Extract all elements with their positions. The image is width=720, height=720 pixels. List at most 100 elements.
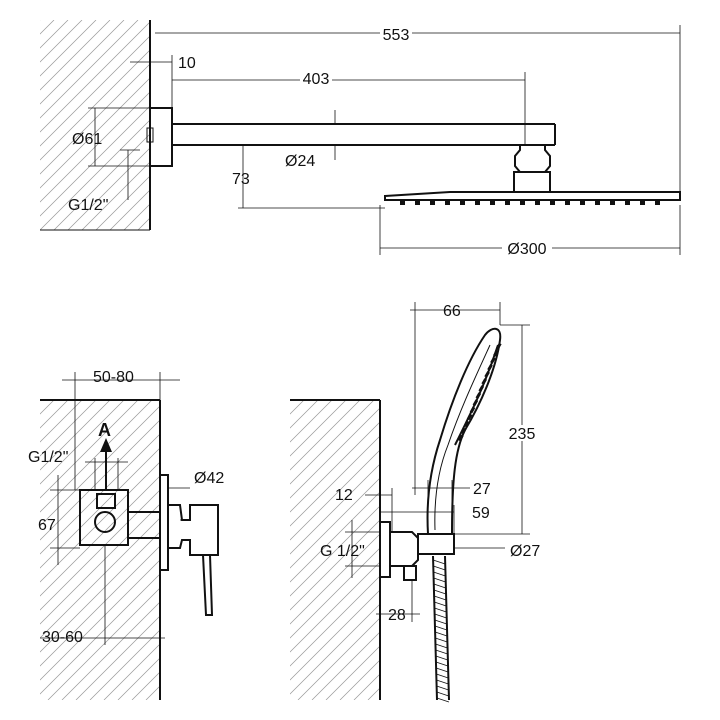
hatch-line bbox=[40, 20, 41, 21]
nozzle bbox=[490, 200, 495, 205]
dim-30-60: 30-60 bbox=[42, 629, 83, 646]
nozzle bbox=[595, 200, 600, 205]
nozzle bbox=[415, 200, 420, 205]
hatch-line bbox=[89, 629, 160, 700]
mixer-body bbox=[79, 489, 129, 546]
nozzle bbox=[535, 200, 540, 205]
hatch-line bbox=[61, 601, 160, 700]
hatch-line bbox=[53, 133, 150, 230]
wall-outlet-body bbox=[390, 531, 419, 567]
hatch-line bbox=[109, 189, 150, 230]
wall-flange bbox=[149, 107, 173, 167]
hatch-line bbox=[290, 400, 291, 401]
hatch-line bbox=[290, 400, 333, 443]
view-arrow-head bbox=[100, 438, 112, 452]
hatch-line bbox=[40, 400, 153, 513]
view-marker-a: A bbox=[98, 420, 111, 440]
dim-thread-mixer: G1/2" bbox=[28, 449, 68, 466]
wall-outlet-plate bbox=[379, 521, 391, 578]
hatch-line bbox=[290, 491, 380, 583]
hatch-line bbox=[40, 517, 160, 639]
hose-segment bbox=[433, 571, 446, 577]
hand-shower-body bbox=[426, 327, 502, 535]
hose-segment bbox=[434, 619, 447, 625]
hose-segment bbox=[435, 655, 448, 661]
hose-segment bbox=[436, 673, 449, 679]
hatch-line bbox=[40, 531, 160, 653]
hose-segment bbox=[433, 565, 446, 571]
hose-segment bbox=[436, 679, 449, 685]
nozzle bbox=[490, 356, 496, 364]
hatch-line bbox=[290, 477, 380, 569]
hatch-line bbox=[290, 505, 380, 597]
dim-67: 67 bbox=[38, 517, 56, 534]
hatch-line bbox=[311, 631, 380, 700]
flange-nipple bbox=[146, 127, 154, 143]
nozzle bbox=[475, 392, 482, 400]
wall-hatch bbox=[40, 400, 160, 700]
hatch-line bbox=[290, 449, 380, 541]
nozzle bbox=[478, 385, 485, 392]
hatch-line bbox=[40, 35, 150, 147]
hatch-line bbox=[40, 20, 83, 63]
dim-bg bbox=[380, 26, 412, 42]
hatch-line bbox=[40, 461, 160, 583]
nozzle bbox=[458, 434, 464, 442]
dim-12: 12 bbox=[335, 487, 353, 504]
hose-connector bbox=[403, 565, 417, 581]
hatch-line bbox=[40, 20, 125, 105]
hose-segment bbox=[435, 637, 448, 643]
nozzle bbox=[460, 200, 465, 205]
mixer-view: 50-80 A G1/2" Ø42 67 30-60 bbox=[28, 369, 224, 700]
hose-segment bbox=[435, 643, 448, 649]
dim-59: 59 bbox=[472, 505, 490, 522]
hatch-line bbox=[40, 20, 55, 35]
nozzle bbox=[493, 349, 499, 357]
hatch-line bbox=[290, 575, 380, 667]
hatch-line bbox=[297, 617, 380, 700]
hatch-line bbox=[290, 589, 380, 681]
hatch-line bbox=[40, 400, 55, 415]
hose-segment bbox=[434, 613, 447, 619]
nozzle bbox=[520, 200, 525, 205]
hatch-line bbox=[40, 77, 150, 189]
hatch-line bbox=[40, 489, 160, 611]
hose-segment bbox=[433, 583, 446, 589]
hatch-line bbox=[290, 435, 380, 527]
hatch-line bbox=[290, 519, 380, 611]
nozzle bbox=[481, 378, 487, 385]
hatch-line bbox=[40, 573, 160, 695]
hatch-line bbox=[290, 561, 380, 653]
hatch-line bbox=[47, 587, 160, 700]
hatch-line bbox=[290, 400, 375, 485]
hatch-line bbox=[40, 559, 160, 681]
dim-bg bbox=[505, 425, 539, 441]
hose-segment bbox=[433, 589, 447, 595]
hatch-line bbox=[290, 421, 380, 513]
nozzle bbox=[565, 200, 570, 205]
nozzle bbox=[466, 413, 473, 421]
hatch-line bbox=[40, 400, 139, 499]
dim-235: 235 bbox=[509, 426, 536, 443]
dim-outlet-27: Ø27 bbox=[510, 543, 540, 560]
shower-head-nozzles bbox=[400, 200, 660, 205]
nozzle bbox=[472, 399, 479, 407]
wall-hatch bbox=[40, 20, 150, 230]
hatch-line bbox=[40, 63, 150, 175]
hose-pattern bbox=[432, 559, 450, 703]
dim-61: Ø61 bbox=[72, 131, 102, 148]
hatch-line bbox=[290, 603, 380, 695]
nozzle bbox=[496, 342, 502, 350]
nozzle bbox=[484, 371, 490, 378]
hatch-line bbox=[40, 49, 150, 161]
hatch-line bbox=[40, 400, 41, 401]
hatch-line bbox=[40, 419, 160, 541]
nozzle bbox=[475, 200, 480, 205]
hatch-line bbox=[67, 147, 150, 230]
dim-thread: G1/2" bbox=[68, 197, 108, 214]
hatch-line bbox=[40, 400, 125, 485]
hatch-line bbox=[40, 400, 111, 471]
dim-24: Ø24 bbox=[285, 153, 315, 170]
hose-segment bbox=[436, 697, 450, 703]
hose-left bbox=[432, 555, 438, 701]
